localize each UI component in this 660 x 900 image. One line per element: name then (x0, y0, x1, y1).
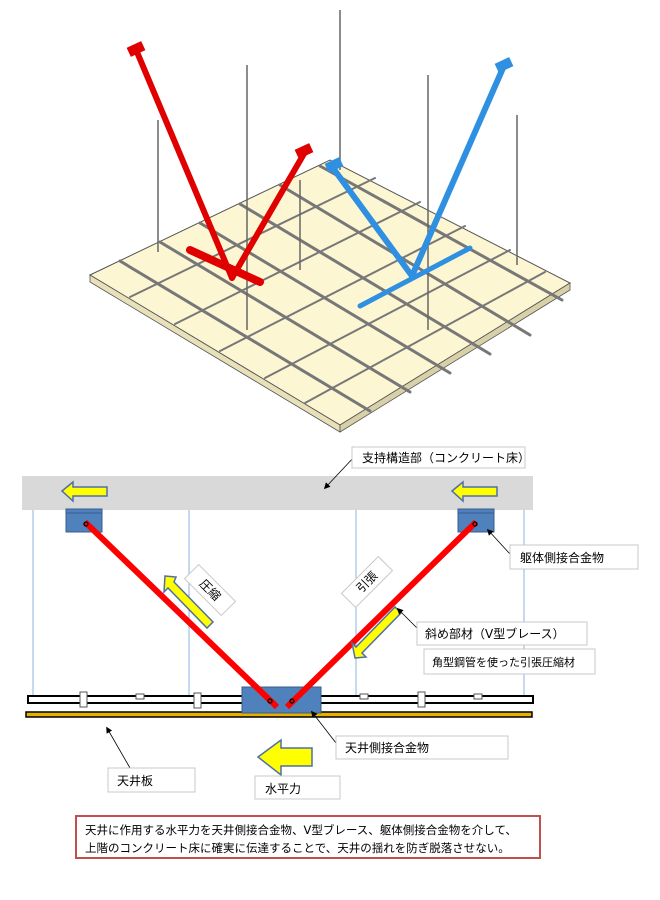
blue-v-brace (330, 65, 506, 309)
ceiling-side-fitting-label: 天井側接合金物 (345, 740, 429, 755)
note-line-1: 天井に作用する水平力を天井側接合金物、V型ブレース、躯体側接合金物を介して、 (85, 823, 517, 837)
horizontal-force-label: 水平力 (265, 782, 301, 796)
hanger-rods (157, 10, 518, 330)
v-brace (82, 519, 479, 710)
support-structure-label: 支持構造部（コンクリート床） (362, 450, 530, 465)
horizontal-force-arrow (256, 738, 313, 777)
body-side-fitting-left (65, 508, 103, 533)
slab-arrow-right (450, 480, 498, 503)
diagonal-member-label: 斜め部材（V型ブレース） (425, 626, 565, 641)
red-v-brace (134, 49, 308, 286)
slab-arrow-left (60, 480, 108, 503)
section-diagram: 圧縮 引張 支持構造部（コンクリート床） 躯体側接合金物 斜め部材（V型ブレース… (22, 446, 639, 800)
ceiling-3d-illustration (88, 10, 572, 433)
body-side-fitting-right (457, 508, 495, 533)
square-pipe-label: 角型鋼管を使った引張圧縮材 (432, 655, 575, 669)
ceiling-side-fitting (241, 686, 322, 714)
explanation-note: 天井に作用する水平力を天井側接合金物、V型ブレース、躯体側接合金物を介して、 上… (75, 815, 541, 859)
body-side-fitting-label: 躯体側接合金物 (520, 550, 604, 565)
note-line-2: 上階のコンクリート床に確実に伝達することで、天井の揺れを防ぎ脱落させない。 (85, 841, 510, 855)
compression-arrow (163, 575, 215, 630)
ceiling-board-label: 天井板 (117, 774, 153, 788)
